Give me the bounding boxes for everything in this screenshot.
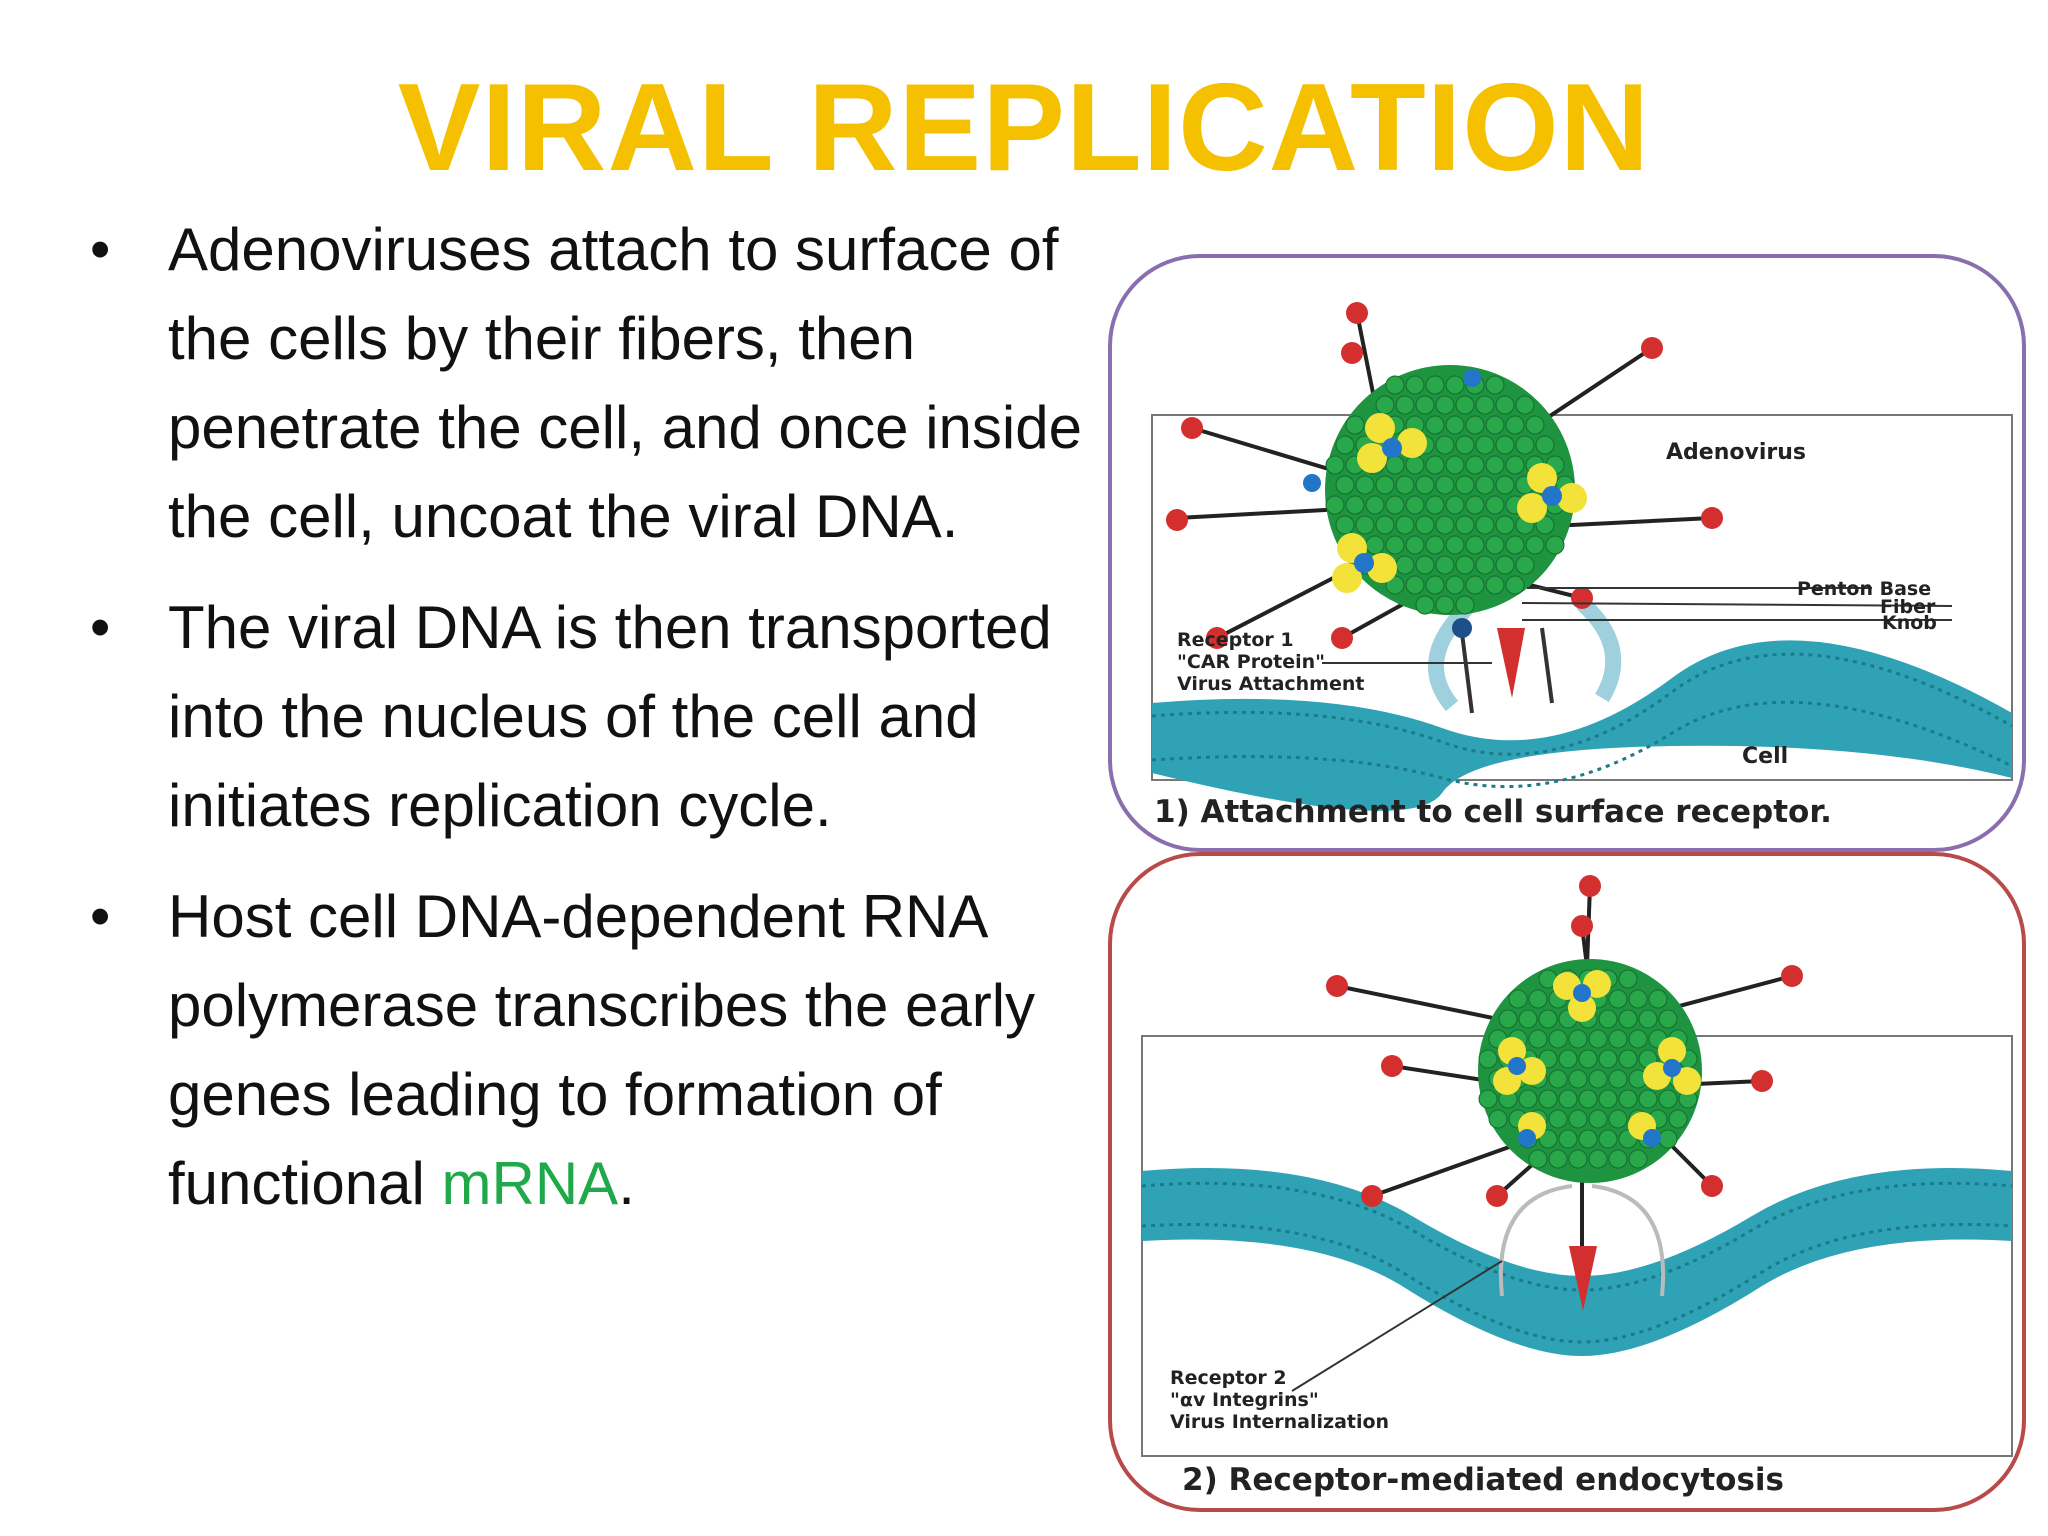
label-fiber: Fiber [1880, 596, 1936, 618]
label-integrins: "αv Integrins" [1170, 1389, 1319, 1411]
bullet-text: The viral DNA is then transported into t… [168, 594, 1052, 839]
integrin-receptor [1498, 1184, 1573, 1297]
receptor-stalk [1540, 627, 1554, 704]
bullet-text: Host cell DNA-dependent RNA polymerase t… [168, 883, 1036, 1217]
penton-bases [1332, 413, 1587, 593]
bullet-dot: • [90, 217, 111, 282]
integrin-receptor [1591, 1184, 1666, 1297]
membrane-stripes [1151, 700, 2013, 788]
label-penton-base: Penton Base [1797, 578, 1932, 600]
figure-attachment-panel: Adenovirus Penton Base Fiber Knob Recept… [1108, 254, 2026, 852]
fiber-knobs [1326, 875, 1803, 1207]
bullet-item: • Host cell DNA-dependent RNA polymerase… [90, 872, 1090, 1228]
label-cell: Cell [1742, 744, 1789, 769]
attachment-arrow [1576, 597, 1622, 703]
bullet-dot: • [90, 595, 111, 660]
bullet-text: Adenoviruses attach to surface of the ce… [168, 216, 1082, 550]
label-virus-internalization: Virus Internalization [1170, 1411, 1390, 1433]
attachment-illustration [1151, 302, 2013, 811]
bullet-list: • Adenoviruses attach to surface of the … [90, 205, 1090, 1250]
bullet-item: • The viral DNA is then transported into… [90, 583, 1090, 850]
label-leaders [1322, 587, 1953, 664]
caption-attachment: 1) Attachment to cell surface receptor. [1154, 794, 1832, 830]
figure-endocytosis-panel: Receptor 2 "αv Integrins" Virus Internal… [1108, 852, 2026, 1512]
bullet-item: • Adenoviruses attach to surface of the … [90, 205, 1090, 561]
cell-membrane [1152, 640, 2012, 811]
slide-title: VIRAL REPLICATION [397, 59, 1651, 197]
figure-frame [1151, 414, 2013, 781]
fiber-knob-penetrating [1569, 1246, 1597, 1311]
receptor-stalk [1460, 632, 1474, 714]
label-receptor-1: Receptor 1 [1177, 629, 1294, 651]
label-receptor-2: Receptor 2 [1170, 1367, 1287, 1389]
fiber-knob-penetrating [1497, 628, 1525, 698]
label-leader [1291, 1260, 1503, 1392]
membrane-stripes [1151, 652, 2013, 756]
label-car-protein: "CAR Protein" [1177, 651, 1326, 673]
label-adenovirus: Adenovirus [1666, 440, 1806, 465]
bullet-dot: • [90, 884, 111, 949]
cell-membrane [1142, 1168, 2012, 1356]
highlight-mrna: mRNA [441, 1150, 619, 1217]
caption-endocytosis: 2) Receptor-mediated endocytosis [1182, 1462, 1784, 1498]
bullet-tail: . [618, 1150, 635, 1217]
penton-centers [1508, 984, 1681, 1147]
label-knob: Knob [1882, 612, 1937, 634]
penton-centers [1303, 369, 1562, 573]
endocytosis-illustration [1141, 875, 2013, 1457]
attachment-arrow [1428, 597, 1478, 712]
receptor-head [1452, 618, 1472, 638]
label-virus-attachment: Virus Attachment [1177, 673, 1365, 695]
